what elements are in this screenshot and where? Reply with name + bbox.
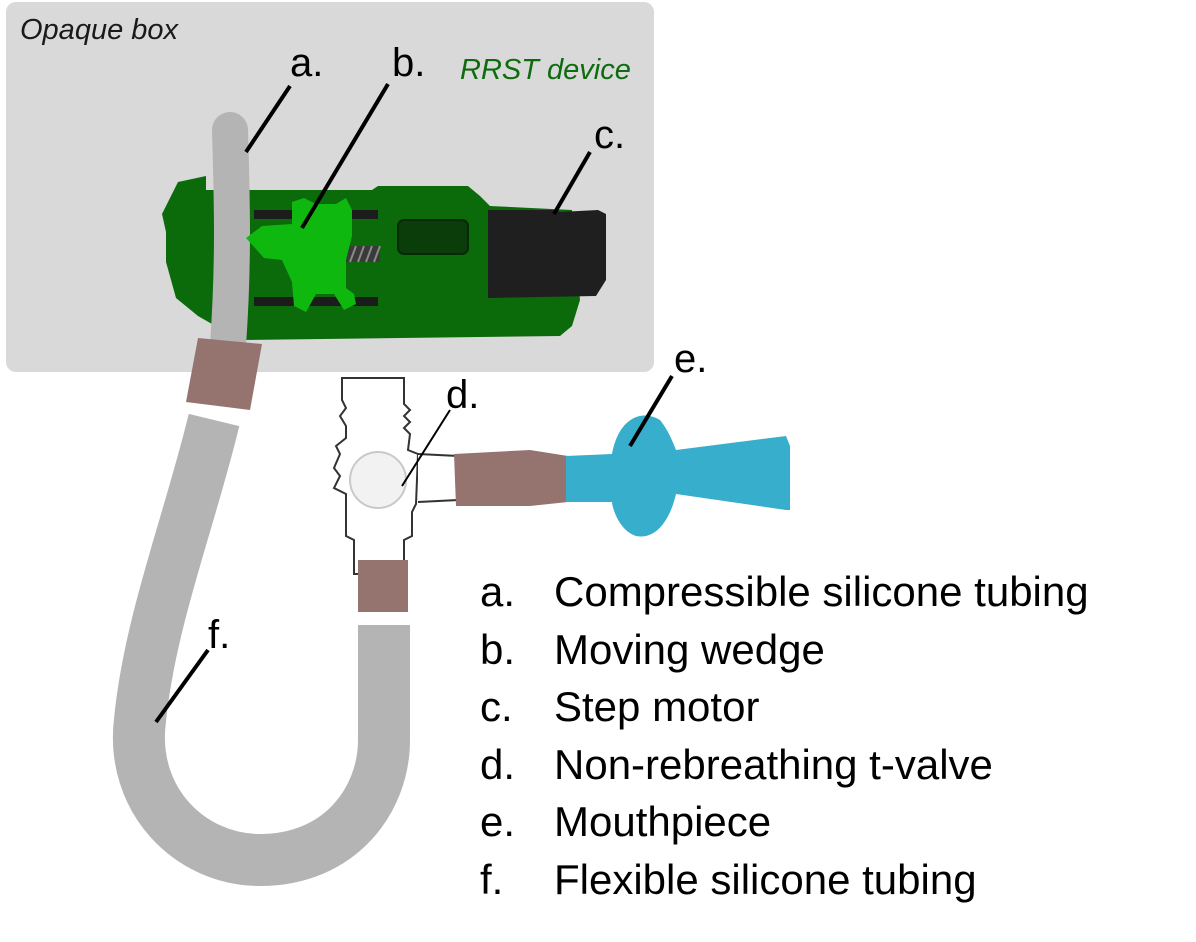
mouthpiece bbox=[566, 415, 790, 537]
legend-letter: f. bbox=[480, 855, 504, 903]
valve-bottom-connector bbox=[358, 560, 408, 612]
legend-text: Compressible silicone tubing bbox=[554, 568, 1089, 615]
legend-item: f. Flexible silicone tubing bbox=[480, 856, 1089, 914]
valve-side-connector bbox=[454, 450, 568, 506]
moving-wedge bbox=[246, 198, 356, 312]
t-valve-branch bbox=[417, 453, 459, 503]
step-motor bbox=[488, 210, 606, 298]
legend-item: c. Step motor bbox=[480, 683, 1089, 741]
legend-text: Moving wedge bbox=[554, 625, 825, 673]
rrst-device-label: RRST device bbox=[460, 54, 631, 86]
rail-bottom bbox=[254, 297, 378, 306]
legend-text: Step motor bbox=[554, 683, 760, 730]
leader-line-d bbox=[401, 409, 451, 487]
leader-line-c bbox=[552, 150, 592, 216]
callout-f: f. bbox=[208, 613, 230, 657]
compressible-tubing bbox=[210, 112, 250, 363]
leader-line-a bbox=[244, 84, 292, 154]
legend-letter: c. bbox=[480, 683, 513, 730]
tubing-connector bbox=[186, 338, 262, 410]
legend-text: Mouthpiece bbox=[554, 798, 772, 845]
legend-letter: e. bbox=[480, 798, 516, 845]
leader-line-f bbox=[154, 648, 210, 724]
legend-item: d. Non-rebreathing t-valve bbox=[480, 741, 1089, 799]
legend-letter: b. bbox=[480, 625, 516, 673]
legend-letter: a. bbox=[480, 568, 516, 615]
leader-line-e bbox=[628, 374, 674, 448]
leader-line-b bbox=[300, 82, 390, 230]
legend-letter: d. bbox=[480, 740, 516, 788]
callout-a: a. bbox=[290, 41, 323, 85]
lead-screw bbox=[346, 245, 381, 263]
legend-item: a. Compressible silicone tubing bbox=[480, 568, 1089, 626]
flexible-tubing bbox=[112, 413, 410, 887]
legend: a. Compressible silicone tubing b. Movin… bbox=[480, 568, 1089, 913]
legend-text: Flexible silicone tubing bbox=[554, 855, 977, 903]
valve-membrane bbox=[349, 451, 407, 509]
callout-c: c. bbox=[594, 113, 625, 157]
callout-e: e. bbox=[674, 337, 707, 381]
callout-b: b. bbox=[392, 41, 425, 85]
callout-d: d. bbox=[446, 373, 479, 417]
device-slot bbox=[397, 219, 469, 255]
legend-item: e. Mouthpiece bbox=[480, 798, 1089, 856]
legend-item: b. Moving wedge bbox=[480, 626, 1089, 684]
legend-text: Non-rebreathing t-valve bbox=[554, 740, 993, 788]
opaque-box-label: Opaque box bbox=[20, 14, 180, 46]
